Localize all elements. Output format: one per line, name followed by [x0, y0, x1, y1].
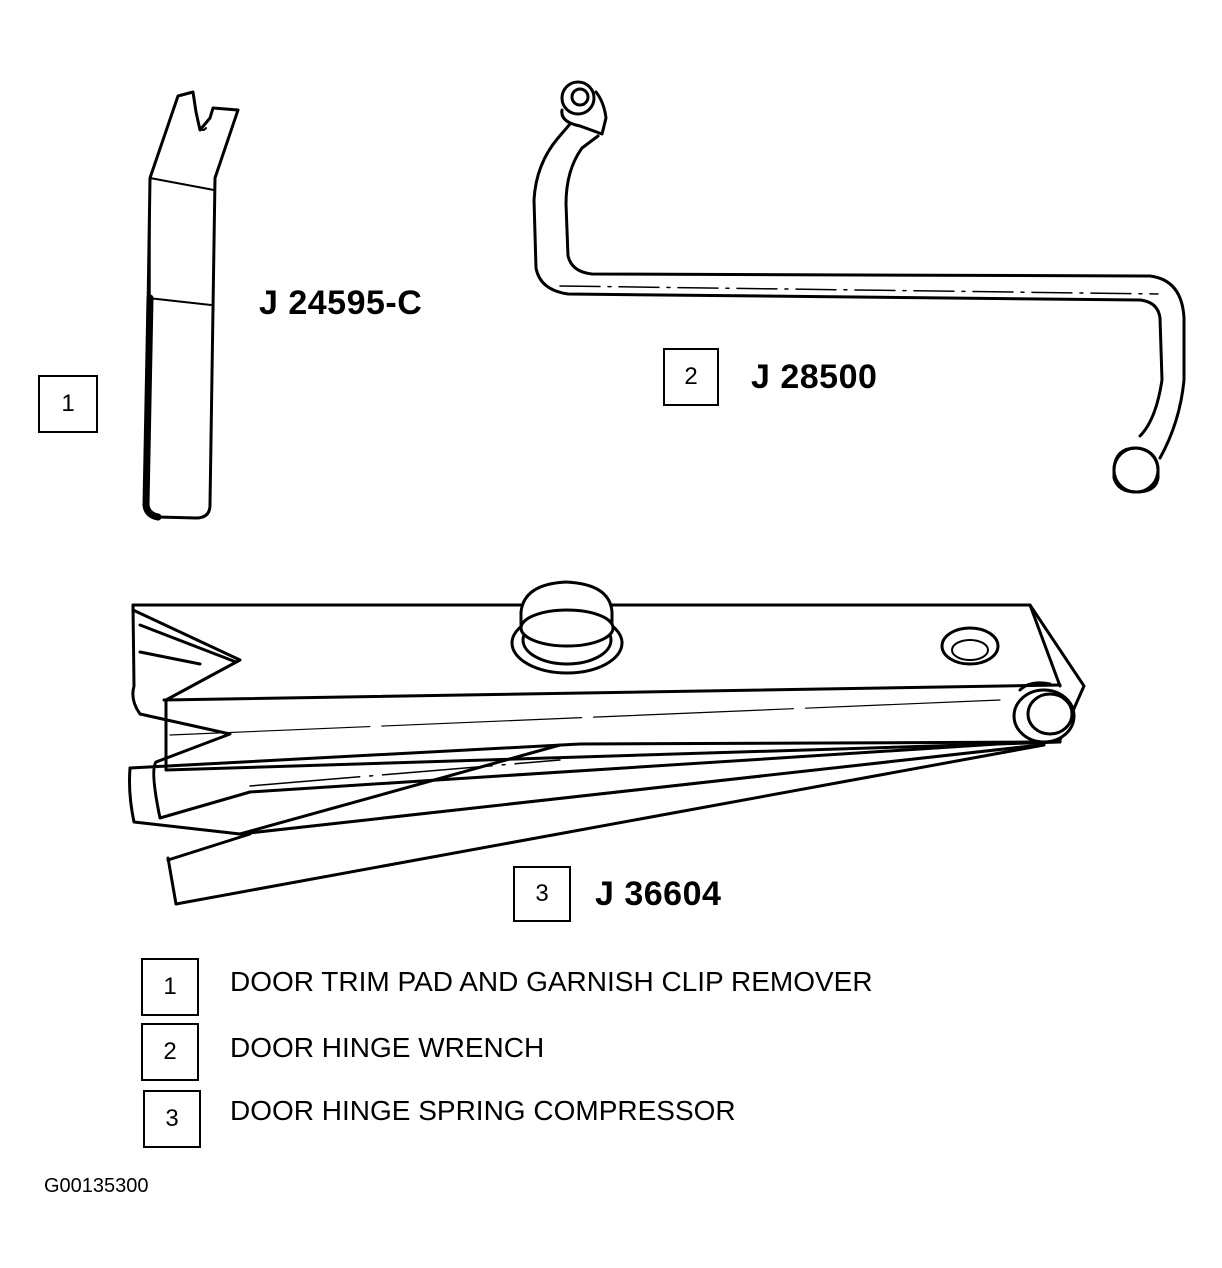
spring-compressor-illustration	[128, 580, 1086, 906]
legend-callout-2: 2	[141, 1023, 199, 1081]
callout-2: 2	[663, 348, 719, 406]
part-number-2: J 28500	[751, 358, 878, 396]
legend-callout-1: 1	[141, 958, 199, 1016]
part-number-3: J 36604	[595, 875, 722, 913]
part-number-1: J 24595-C	[259, 284, 423, 322]
legend-label-2: DOOR HINGE WRENCH	[230, 1032, 545, 1063]
clip-remover-illustration	[142, 90, 240, 521]
hinge-wrench-illustration	[532, 80, 1186, 494]
legend-callout-3: 3	[143, 1090, 201, 1148]
callout-3: 3	[513, 866, 571, 922]
figure-id: G00135300	[44, 1175, 149, 1197]
legend-label-1: DOOR TRIM PAD AND GARNISH CLIP REMOVER	[230, 966, 873, 997]
legend-label-3: DOOR HINGE SPRING COMPRESSOR	[230, 1095, 736, 1126]
callout-1: 1	[38, 375, 98, 433]
